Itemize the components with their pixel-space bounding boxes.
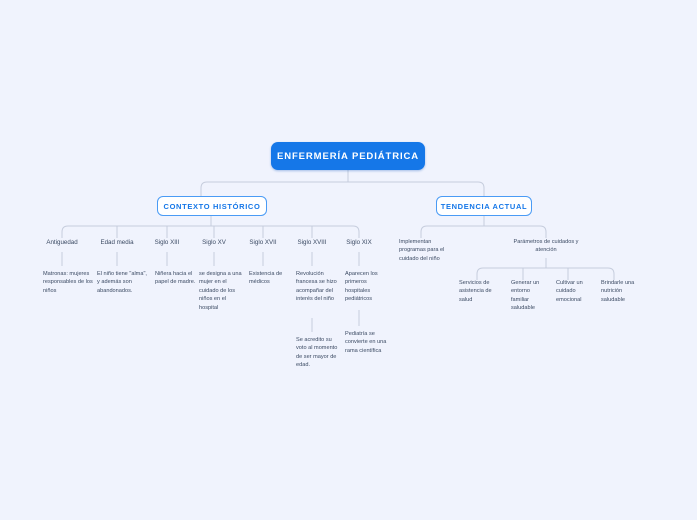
era-label-siglo-xiii[interactable]: Siglo XIII: [154, 239, 180, 246]
era-detail-siglo-xiii: Niñera hacia el papel de madre.: [155, 271, 196, 286]
care-parameter-cuidado-emocional: Cultivar un cuidado emocional: [556, 280, 583, 303]
care-parameter-servicios-salud: Servicios de asistencia de salud: [459, 280, 492, 303]
era-subdetail-pediatria-ciencia: Pediatría se convierte en una rama cient…: [345, 331, 387, 354]
branch-tendencia-actual[interactable]: TENDENCIA ACTUAL: [436, 196, 532, 216]
trend-parametros-cuidados: Parámetros de cuidados y atención: [513, 239, 579, 254]
era-detail-siglo-xvii: Existencia de médicos: [249, 271, 283, 286]
era-subdetail-voto: Se acredito su voto al momento de ser ma…: [296, 337, 338, 369]
era-detail-antiguedad: Matronas: mujeres responsables de los ni…: [43, 271, 93, 294]
branch-contexto-historico[interactable]: CONTEXTO HISTÓRICO: [157, 196, 267, 216]
era-label-siglo-xvii[interactable]: Siglo XVII: [249, 239, 277, 246]
root-node[interactable]: ENFERMERÍA PEDIÁTRICA: [271, 142, 425, 170]
era-label-edad-media[interactable]: Edad media: [100, 239, 134, 246]
era-label-siglo-xv[interactable]: Siglo XV: [202, 239, 226, 246]
care-parameter-nutricion: Brindarle una nutrición saludable: [601, 280, 635, 303]
era-label-siglo-xix[interactable]: Siglo XIX: [346, 239, 372, 246]
care-parameter-entorno-familiar: Generar un entorno familiar saludable: [511, 280, 540, 312]
era-label-siglo-xviii[interactable]: Siglo XVIII: [297, 239, 327, 246]
era-detail-edad-media: El niño tiene "alma", y además son aband…: [97, 271, 147, 294]
era-detail-siglo-xviii: Revolución francesa se hizo acompañar de…: [296, 271, 337, 303]
era-detail-siglo-xix: Aparecen los primeros hospitales pediátr…: [345, 271, 378, 303]
era-detail-siglo-xv: se designa a una mujer en el cuidado de …: [199, 271, 242, 311]
trend-programas-cuidado: Implementan programas para el cuidado de…: [399, 239, 445, 262]
era-label-antiguedad[interactable]: Antiguedad: [46, 239, 78, 246]
